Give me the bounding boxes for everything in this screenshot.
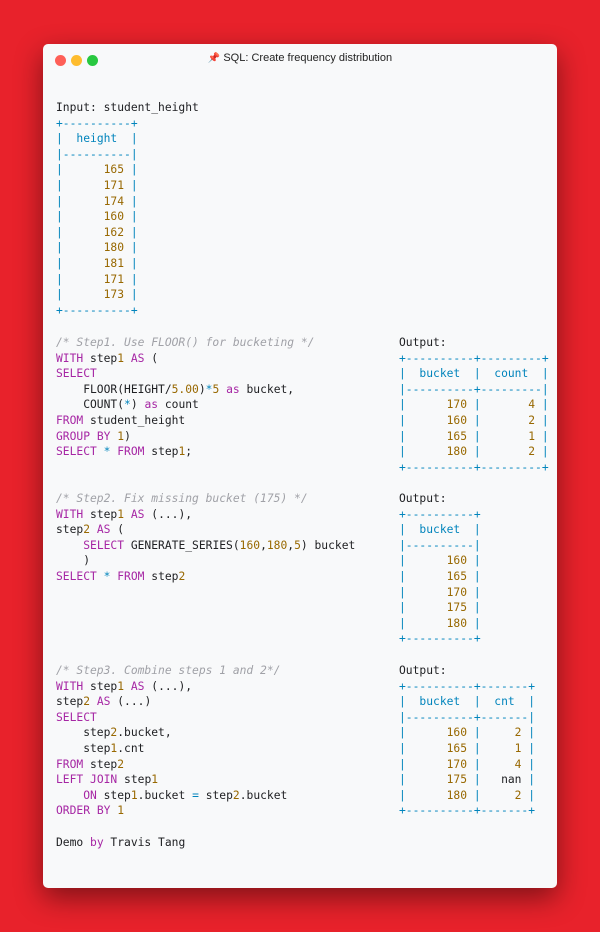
input-table-cell: 181 [103,256,125,270]
step1-output-cell: 160 [446,413,468,427]
step1-body: WITH step1 AS ( SELECT FLOOR(HEIGHT/5.00… [56,351,294,460]
step3-code-line-1: WITH step1 AS (...), [56,679,193,693]
step2-code-line-3: SELECT GENERATE_SERIES(160,180,5) bucket [83,538,356,552]
input-table: +----------+ | height | |----------| | 1… [56,116,138,317]
maximize-window-button[interactable] [87,55,98,66]
step1-output-cell: 2 [528,413,536,427]
input-table-cell: 173 [103,288,125,302]
step3-output-cell: 170 [446,757,468,771]
step1-code: /* Step1. Use FLOOR() for bucketing */ [56,335,314,351]
step1-output-cell: 165 [446,429,468,443]
input-table-cell: 171 [103,178,125,192]
close-window-button[interactable] [55,55,66,66]
step1-code-line-6: GROUP BY 1) [56,429,131,443]
step3-code-line-5: step1.cnt [56,741,145,755]
step3-code: /* Step3. Combine steps 1 and 2*/ [56,663,280,679]
step2-output-cell: 180 [446,616,468,630]
step1-output-label: Output: [399,336,447,349]
step2-output-cell: 170 [446,585,468,599]
step1-output-cell: 1 [528,429,536,443]
step3-code-line-3: SELECT [56,710,97,724]
step1-output-cell: 170 [446,398,468,412]
input-label: Input: student_height [56,101,199,114]
input-table-cell: 174 [103,194,125,208]
minimize-window-button[interactable] [71,55,82,66]
step3-output-label: Output: [399,664,447,677]
step2-output-cell: 160 [446,554,468,568]
title-bar: 📌SQL: Create frequency distribution [43,44,557,76]
window-title: 📌SQL: Create frequency distribution [43,52,557,64]
pushpin-icon: 📌 [207,53,221,64]
step2-body: WITH step1 AS (...), step2 AS ( SELECT G… [56,507,355,585]
step3-output-cell: 2 [514,788,522,802]
step1-code-line-5: FROM student_height [56,413,186,427]
window-title-text: SQL: Create frequency distribution [223,52,393,64]
input-table-cell: 171 [103,272,125,286]
step2-code-line-5: SELECT * FROM step2 [56,569,186,583]
step1-code-line-2: SELECT [56,367,97,381]
step2-output-label: Output: [399,492,447,505]
step3-output-cell: 2 [514,726,522,740]
step3-output-header-0: bucket [419,695,461,709]
step3-code-line-8: ON step1.bucket = step2.bucket [83,788,288,802]
step3-code-line-4: step2.bucket, [56,726,172,740]
step3-output-header-1: cnt [494,695,515,709]
step2-code: /* Step2. Fix missing bucket (175) */ [56,491,308,507]
step1-code-line-3: FLOOR(HEIGHT/5.00)*5 as bucket, [56,382,295,396]
step2-output-cell: 175 [446,601,468,615]
step1-output-cell: 180 [446,445,468,459]
input-table-cell: 180 [103,241,125,255]
step3-comment: /* Step3. Combine steps 1 and 2*/ [56,664,281,677]
terminal-window: 📌SQL: Create frequency distribution Inpu… [43,44,557,888]
step1-output-header-1: count [494,367,529,381]
step3-output-cell: 160 [446,726,468,740]
step1-comment: /* Step1. Use FLOOR() for bucketing */ [56,336,315,349]
step1-code-line-1: WITH step1 AS ( [56,351,159,365]
step1-output-cell: 2 [528,445,536,459]
step3-code-line-9: ORDER BY 1 [56,804,125,818]
step3-output: Output: +----------+-------+ | bucket | … [399,663,535,819]
step2-output-header-0: bucket [419,523,461,537]
input-section: Input: student_height +----------+ | hei… [56,100,199,318]
step1-output-table: +----------+---------+ | bucket | count … [399,351,549,474]
step3-output-cell: 180 [446,788,468,802]
step3-output-cell: 4 [514,757,522,771]
input-table-cell: 162 [103,225,125,239]
step1-output-cell: 4 [528,398,536,412]
step2-comment: /* Step2. Fix missing bucket (175) */ [56,492,308,505]
step2-code-line-4: ) [56,554,91,568]
step3-output-cell: 1 [514,741,522,755]
step2-output: Output: +----------+ | bucket | |-------… [399,491,481,647]
step1-code-line-4: COUNT(*) as count [56,398,199,412]
step1-code-line-7: SELECT * FROM step1; [56,445,193,459]
step3-code-line-6: FROM step2 [56,757,125,771]
step2-code-line-1: WITH step1 AS (...), [56,507,193,521]
step3-code-line-2: step2 AS (...) [56,695,152,709]
step2-code-line-2: step2 AS ( [56,523,125,537]
footer-credit: Demo by Travis Tang [56,836,186,849]
input-table-cell: 160 [103,210,125,224]
input-table-header-0: height [76,132,118,146]
step3-code-line-7: LEFT JOIN step1 [56,773,159,787]
step1-output-header-0: bucket [419,367,461,381]
step2-output-table: +----------+ | bucket | |----------| | 1… [399,507,481,646]
step3-output-table: +----------+-------+ | bucket | cnt | |-… [399,679,536,818]
step3-output-cell: 175 [446,773,468,787]
step3-output-cell: nan [501,773,522,787]
step3-output-cell: 165 [446,741,468,755]
step3-body: WITH step1 AS (...), step2 AS (...) SELE… [56,679,287,819]
step1-output: Output: +----------+---------+ | bucket … [399,335,549,475]
step2-output-cell: 165 [446,569,468,583]
input-table-cell: 165 [103,163,125,177]
